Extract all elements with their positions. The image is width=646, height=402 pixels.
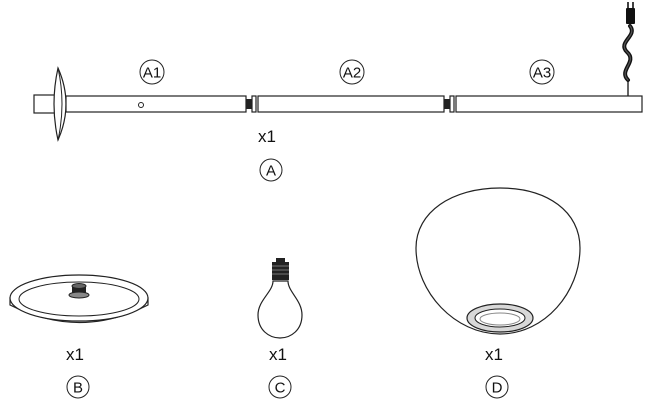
screw-hole bbox=[138, 102, 144, 108]
svg-text:D: D bbox=[492, 380, 503, 397]
quantity-b: x1 bbox=[66, 345, 84, 364]
segment-a1 bbox=[65, 95, 247, 113]
svg-text:A2: A2 bbox=[343, 65, 361, 82]
svg-text:A: A bbox=[266, 163, 276, 180]
bulb-thread bbox=[272, 262, 289, 280]
part-a-pole: A1 A2 A3 x1 A bbox=[33, 2, 643, 182]
power-cable-icon bbox=[622, 2, 635, 96]
svg-text:A3: A3 bbox=[533, 65, 551, 82]
part-d-globe-shade: x1 D bbox=[415, 187, 581, 399]
svg-text:C: C bbox=[275, 380, 286, 397]
label-b: B bbox=[66, 375, 90, 399]
segment-a3 bbox=[455, 95, 643, 113]
quantity-a: x1 bbox=[258, 127, 276, 146]
connector-a1-a2 bbox=[246, 99, 256, 109]
label-a2: A2 bbox=[339, 59, 365, 85]
quantity-d: x1 bbox=[485, 345, 503, 364]
base-socket bbox=[72, 286, 86, 294]
svg-text:A1: A1 bbox=[143, 65, 161, 82]
label-a: A bbox=[259, 158, 283, 182]
label-a1: A1 bbox=[139, 59, 165, 85]
label-d: D bbox=[485, 375, 509, 399]
connector-a2-a3 bbox=[444, 99, 454, 109]
label-a3: A3 bbox=[529, 59, 555, 85]
segment-a2 bbox=[257, 95, 445, 113]
svg-text:B: B bbox=[73, 380, 83, 397]
part-b-base: x1 B bbox=[9, 274, 149, 399]
pole-end-stub bbox=[33, 94, 57, 114]
label-c: C bbox=[268, 375, 292, 399]
globe-shade bbox=[415, 187, 581, 335]
quantity-c: x1 bbox=[269, 345, 287, 364]
part-c-bulb-icon: x1 C bbox=[257, 258, 303, 399]
bulb-glass bbox=[257, 280, 303, 339]
